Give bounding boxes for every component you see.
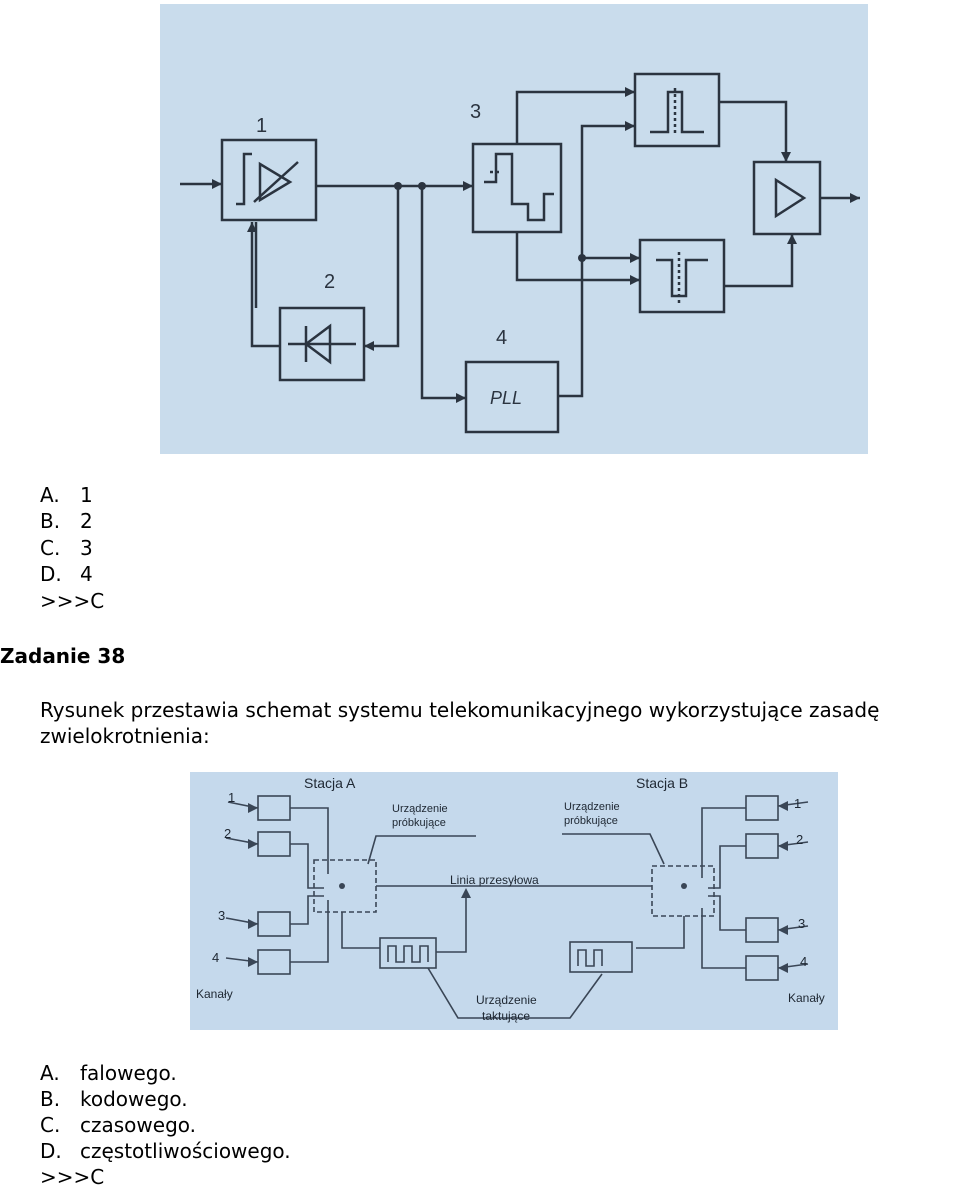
upper-pulse-block — [633, 72, 721, 148]
lower-pulse-block — [638, 238, 726, 314]
channel-right-4: 4 — [800, 954, 807, 969]
q38-option-a: A.falowego. — [40, 1061, 177, 1085]
block-3-label: 3 — [470, 101, 481, 123]
question-title: Zadanie 38 — [0, 644, 126, 668]
block-1 — [220, 138, 318, 222]
pll-label: PLL — [490, 388, 522, 408]
block-4-label: 4 — [496, 327, 507, 349]
q37-option-c: C.3 — [40, 536, 93, 560]
q37-option-d: D.4 — [40, 562, 93, 586]
channels-left-label: Kanały — [196, 987, 233, 1001]
station-a-label: Stacja A — [304, 775, 356, 791]
sampler-a-label-1: Urządzenie — [392, 803, 448, 815]
station-b-label: Stacja B — [636, 775, 688, 791]
channels-right-label: Kanały — [788, 991, 825, 1005]
q37-option-a: A.1 — [40, 483, 93, 507]
sampler-b-label-1: Urządzenie — [564, 801, 620, 813]
block-2-label: 2 — [324, 271, 335, 293]
question-text: Rysunek przestawia schemat systemu telek… — [40, 698, 880, 748]
transmission-line-label: Linia przesyłowa — [450, 873, 539, 887]
channel-left-2: 2 — [224, 826, 231, 841]
clock-label-1: Urządzenie — [476, 993, 537, 1007]
channel-right-2: 2 — [796, 832, 803, 847]
multiplexing-figure: Stacja A Stacja B Urządzenie próbkujące … — [190, 772, 838, 1030]
q37-option-b: B.2 — [40, 509, 93, 533]
sampler-b-label-2: próbkujące — [564, 815, 618, 827]
q38-option-d: D.częstotliwościowego. — [40, 1139, 291, 1163]
sampler-a-label-2: próbkujące — [392, 817, 446, 829]
channel-left-3: 3 — [218, 908, 225, 923]
q38-answer: >>>C — [40, 1165, 105, 1189]
channel-right-1: 1 — [794, 796, 801, 811]
clock-label-2: taktujące — [482, 1009, 530, 1023]
channel-left-4: 4 — [212, 950, 219, 965]
q38-option-c: C.czasowego. — [40, 1113, 197, 1137]
q37-answer: >>>C — [40, 589, 105, 613]
block-2 — [278, 306, 366, 382]
channel-right-3: 3 — [798, 916, 805, 931]
q38-option-b: B.kodowego. — [40, 1087, 188, 1111]
block-1-label: 1 — [256, 115, 267, 137]
channel-left-1: 1 — [228, 790, 235, 805]
block-diagram-figure: 1 2 3 4 PLL — [160, 4, 868, 454]
